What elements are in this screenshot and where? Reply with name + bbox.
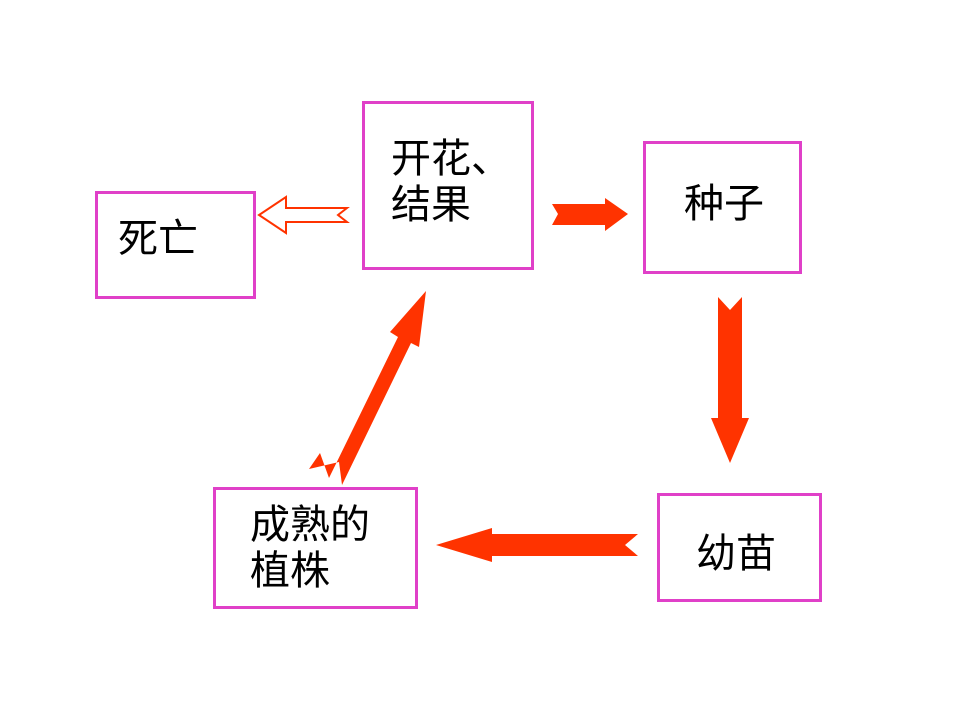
- node-seedling-line-1: 幼苗: [696, 531, 776, 577]
- node-mature-plant-label: 成熟的 植株: [250, 502, 370, 594]
- arrow-plant-to-flowering: [309, 291, 426, 485]
- arrow-seedling-to-plant: [436, 528, 638, 562]
- node-seedling-label: 幼苗: [696, 531, 776, 577]
- node-mature-plant: 成熟的 植株: [213, 487, 418, 609]
- arrow-flowering-to-seed: [552, 198, 628, 231]
- node-death-line-1: 死亡: [118, 216, 198, 262]
- node-mature-plant-line-1: 成熟的: [250, 502, 370, 548]
- node-seed-line-1: 种子: [684, 181, 764, 227]
- arrow-flowering-to-death: [257, 195, 350, 235]
- node-flowering-line-1: 开花、: [391, 136, 511, 182]
- node-mature-plant-line-2: 植株: [250, 548, 330, 594]
- node-flowering-fruiting: 开花、 结果: [362, 101, 534, 270]
- arrow-seed-to-seedling: [711, 297, 749, 463]
- node-flowering-line-2: 结果: [391, 182, 471, 228]
- node-flowering-label: 开花、 结果: [391, 136, 511, 228]
- node-seed: 种子: [643, 141, 802, 274]
- node-death-label: 死亡: [118, 216, 198, 262]
- node-seedling: 幼苗: [657, 493, 822, 602]
- node-death: 死亡: [95, 191, 256, 299]
- node-seed-label: 种子: [684, 181, 764, 227]
